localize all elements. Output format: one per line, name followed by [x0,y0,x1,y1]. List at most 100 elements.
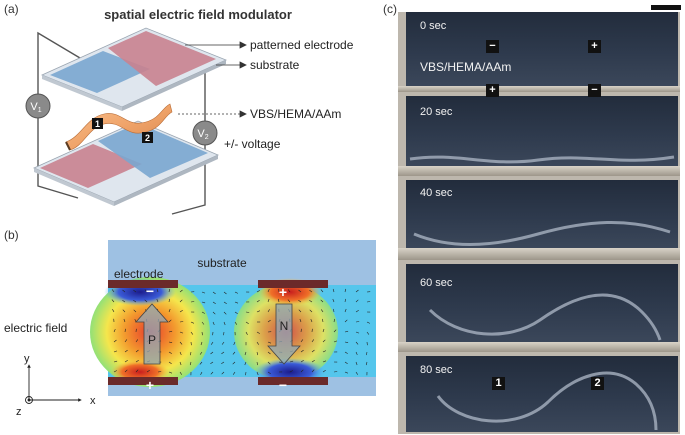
field-vector [212,301,216,304]
gel-40 [413,221,671,246]
field-vector [344,288,347,293]
electrode-bottom-right [258,377,328,385]
hydrogel-strip [65,103,173,151]
field-vector [168,351,172,354]
field-vector [112,309,115,313]
panel-b-figure: − + + − P N electrode substrate electric… [4,240,376,418]
field-vector [298,299,302,303]
panel-a-title: spatial electric field modulator [104,7,292,22]
field-vector [366,321,371,324]
top-red-electrode [108,31,216,86]
material-label: VBS/HEMA/AAm [420,60,512,74]
field-vector [168,371,173,374]
field-vector [133,309,137,313]
field-vector [344,371,349,374]
field-vector [320,299,324,303]
field-vector [310,318,313,323]
field-vector [124,339,128,343]
field-vector [179,299,183,303]
field-vector [221,361,225,364]
field-vector [168,330,173,333]
field-vector [221,371,225,375]
field-vector [113,350,118,353]
frame-time-0: 0 sec [420,20,447,32]
sign-plus-second: + [486,84,499,97]
field-vector [245,321,249,324]
field-vector [212,291,216,295]
top-blue-electrode [50,51,150,93]
voltmeter-v2: V2 [192,120,218,146]
field-vector [299,318,302,323]
bottom-blue-electrode [98,123,208,178]
field-vector [333,318,335,323]
field-vector [311,359,315,363]
field-vector [300,339,304,343]
field-vector [300,349,304,353]
field-vector [322,328,325,333]
field-vector [199,361,203,365]
field-vector [322,318,324,323]
field-vector [201,331,203,336]
sign-minus-second: − [588,84,601,97]
field-vector [267,361,271,365]
field-vector [332,298,335,303]
frame-time-40: 40 sec [420,187,453,199]
field-vector [234,301,239,304]
axis-z-label: z [16,406,22,418]
gel-60 [428,293,662,341]
field-vector [366,301,371,303]
field-vector [199,351,203,355]
field-vector [124,328,126,333]
field-vector [322,360,327,363]
sign-top-left: − [146,283,154,299]
field-vector [289,360,294,363]
field-vector [256,361,258,366]
field-vector [133,289,137,293]
field-vector [256,331,260,334]
electrode-bottom-left [108,377,178,385]
field-vector [311,369,315,373]
field-vector [201,301,206,304]
field-vector [256,341,259,345]
field-vector [256,351,259,356]
field-vector [179,371,182,375]
voltmeter-v1: V1 [25,93,51,119]
field-vector [124,349,128,353]
field-vector [190,321,195,324]
field-vector [344,361,348,365]
field-vector [201,321,205,325]
field-vector [168,319,172,323]
field-vector [113,360,118,363]
label-electrode: electrode [114,267,164,281]
field-vector [113,328,116,333]
field-vector [267,351,271,355]
field-vector [111,289,115,293]
field-vector [234,321,238,325]
field-vector [210,341,214,345]
field-vector [179,351,182,356]
marker-1 [92,118,103,129]
field-vector [201,311,205,314]
field-vector [179,321,184,323]
field-vector [210,371,214,375]
arrow-p: P [135,303,169,365]
field-vector [322,369,326,373]
callout-gel: VBS/HEMA/AAm [250,107,341,121]
field-vector [200,371,203,375]
field-vector [267,298,270,303]
field-vector [287,289,291,293]
frame-time-80: 80 sec [420,364,453,376]
label-substrate: substrate [197,256,247,270]
frame-0-tank [406,12,678,86]
field-vector [267,288,270,293]
svg-text:2: 2 [145,133,150,143]
field-vector [278,361,283,363]
field-vector [333,329,337,333]
field-vector [179,289,183,293]
field-vector [189,361,192,366]
field-vector [234,311,238,314]
field-vector [146,369,150,373]
field-vectors [111,288,371,376]
field-vector [287,299,291,303]
scale-bar [651,5,681,10]
